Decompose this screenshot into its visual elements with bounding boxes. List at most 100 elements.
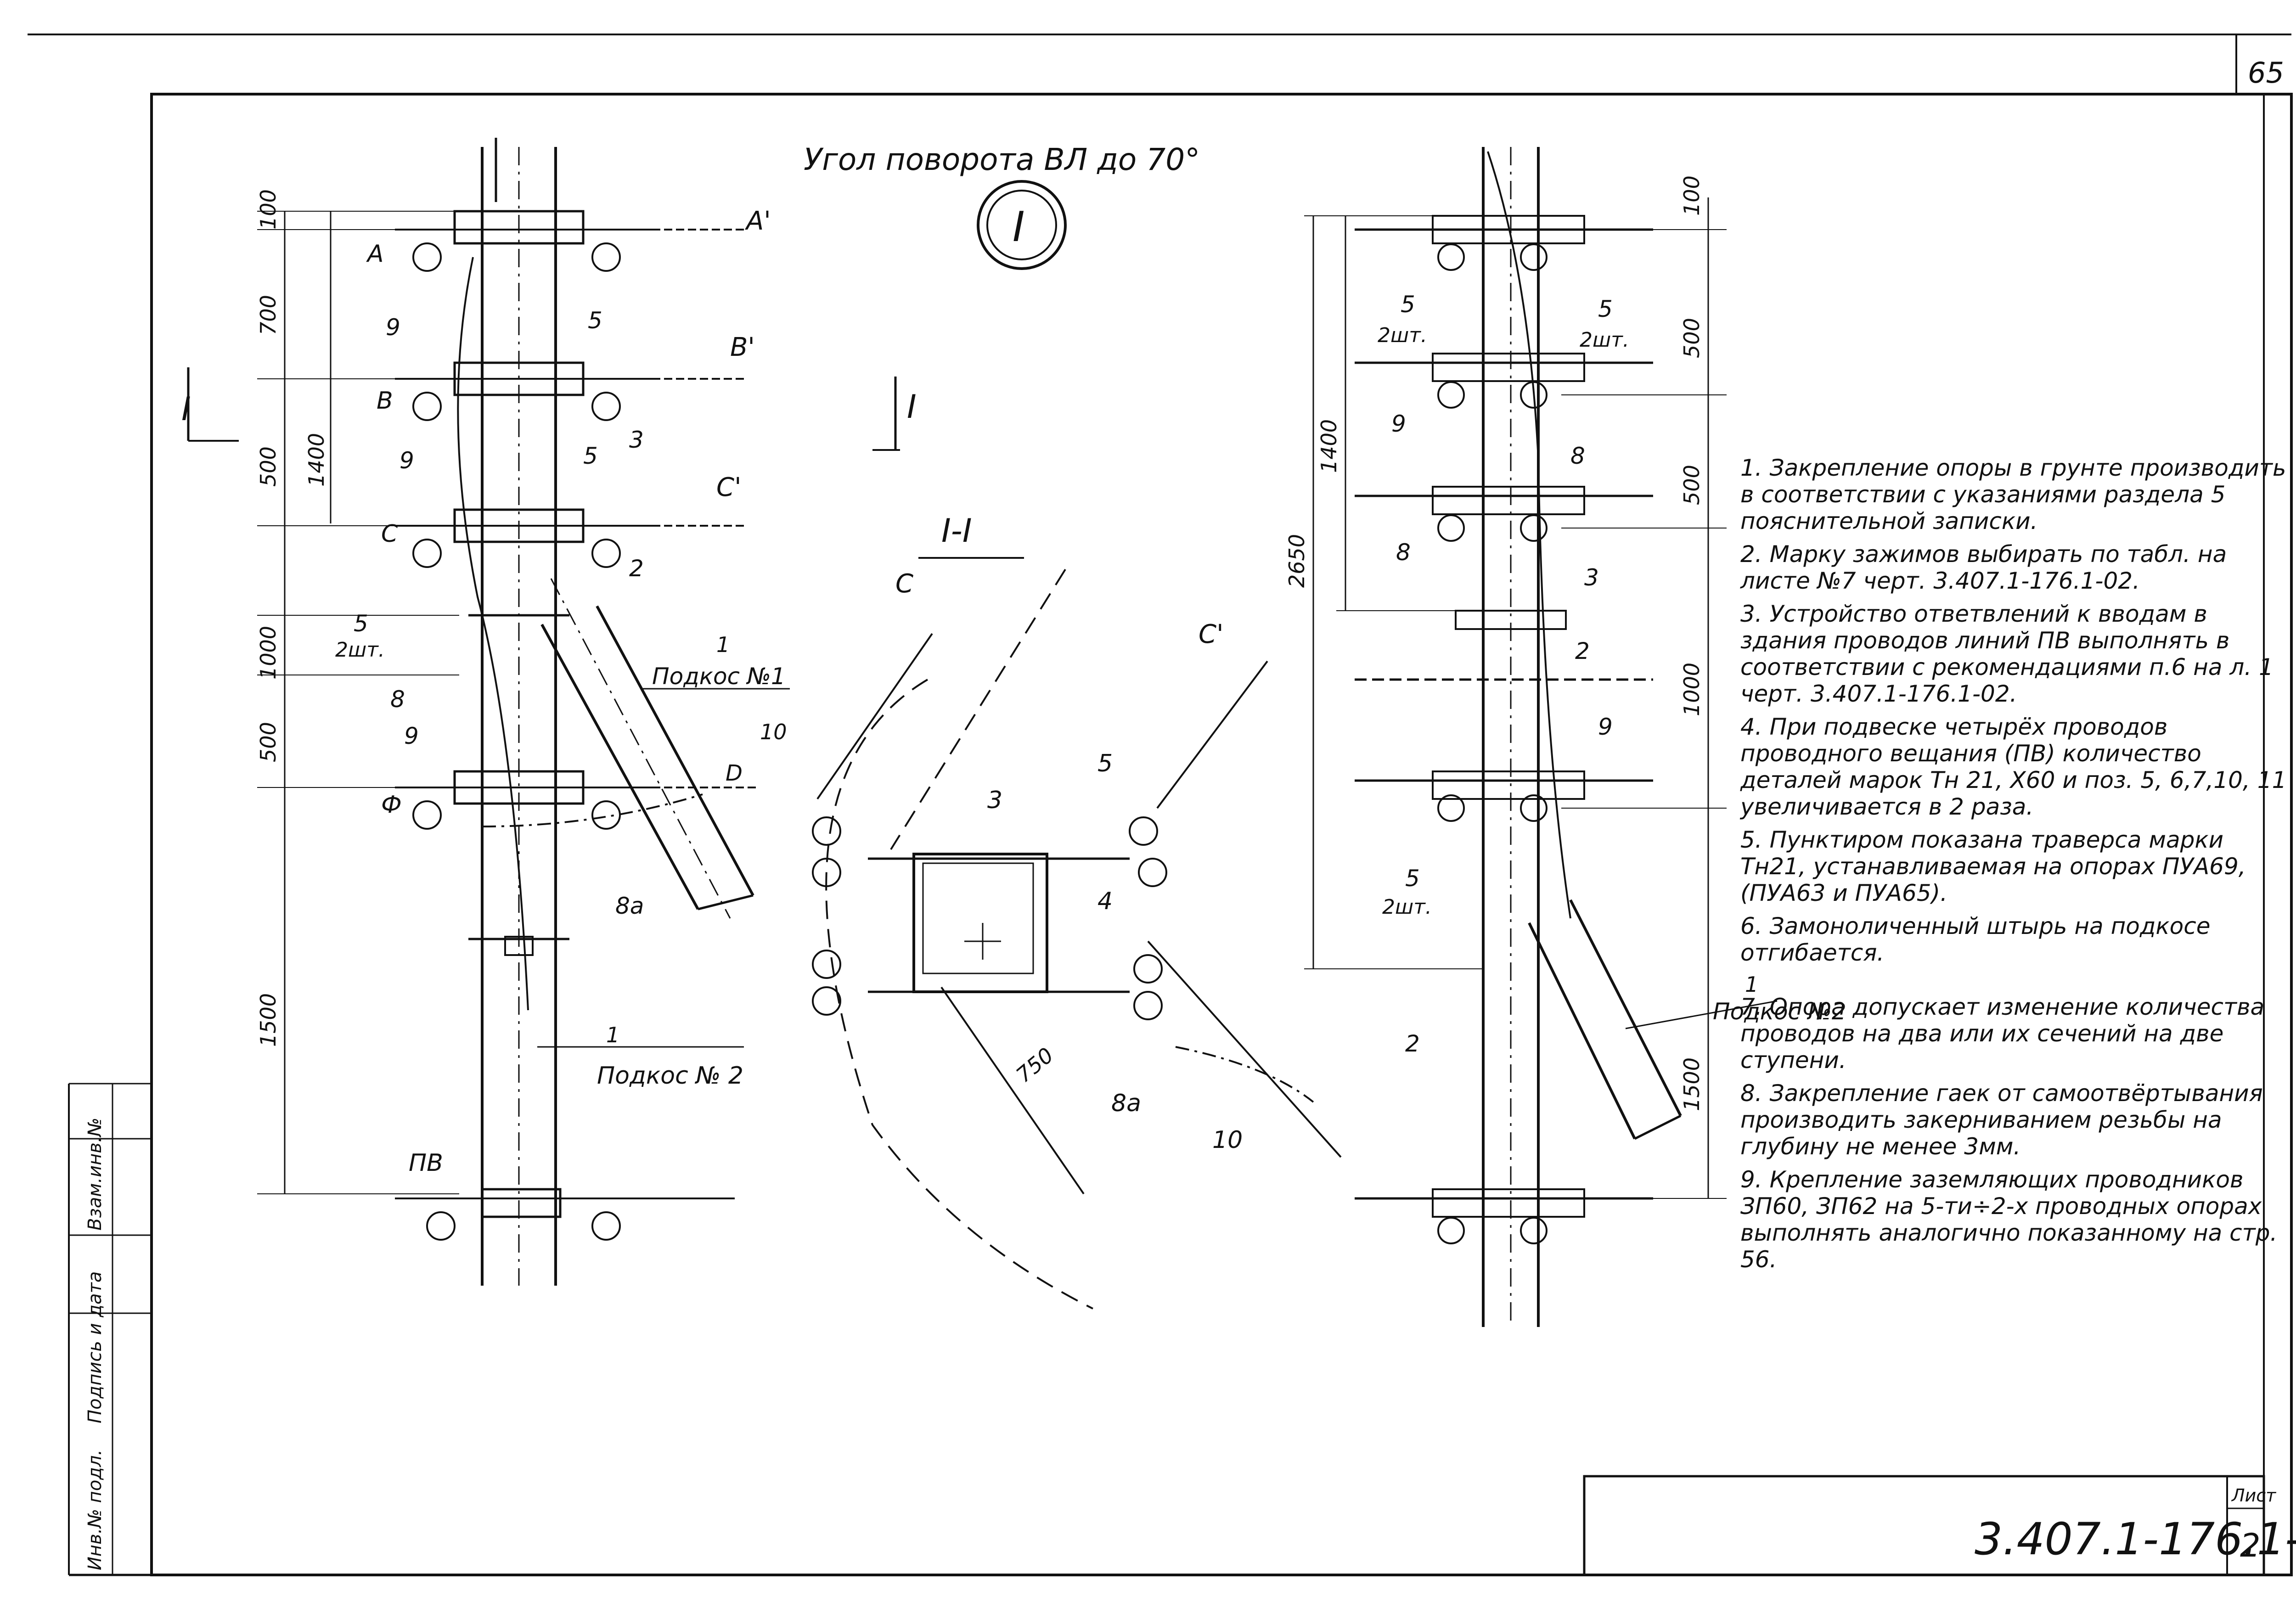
sheet-label: Лист bbox=[2231, 1485, 2277, 1506]
level-a-prime: A' bbox=[745, 206, 771, 236]
dim-500b: 500 bbox=[256, 722, 281, 762]
callout-2: 2 bbox=[629, 555, 644, 582]
note-7: 7. Опора допускает изменение количества … bbox=[1740, 994, 2265, 1074]
diagram-title: Угол поворота ВЛ до 70° bbox=[804, 142, 1200, 177]
dim-700: 700 bbox=[256, 295, 281, 335]
right-callout-3: 3 bbox=[1584, 564, 1599, 591]
right-pole-view: 100 500 500 1000 1500 2650 1400 5 2шт. 5… bbox=[1284, 147, 1846, 1327]
note-2: 2. Марку зажимов выбирать по табл. на ли… bbox=[1740, 541, 2227, 594]
right-strut bbox=[1528, 922, 1636, 1140]
callout-5a: 5 bbox=[588, 307, 602, 334]
callout-9c: 9 bbox=[404, 723, 419, 749]
right-callout-9b: 9 bbox=[1598, 714, 1613, 740]
sheet-frame bbox=[28, 34, 2293, 1576]
side-stamp-1: Инв.№ подл. bbox=[84, 1450, 106, 1570]
note-4: 4. При подвеске четырёх проводов проводн… bbox=[1740, 714, 2287, 820]
level-c: C bbox=[381, 520, 398, 548]
right-dim-500b: 500 bbox=[1679, 465, 1704, 505]
crossarm-a bbox=[395, 210, 744, 272]
dim-1500: 1500 bbox=[256, 993, 281, 1047]
right-callout-8b: 8 bbox=[1396, 539, 1411, 566]
callout-3: 3 bbox=[629, 427, 644, 453]
level-b: B bbox=[377, 387, 393, 415]
right-callout-2a: 2 bbox=[1575, 638, 1590, 664]
section-dim-750: 750 bbox=[1011, 1043, 1058, 1088]
section-callout-10: 10 bbox=[1212, 1126, 1243, 1154]
right-dim-1000: 1000 bbox=[1679, 663, 1704, 716]
callout-10: 10 bbox=[760, 720, 787, 744]
level-a: A bbox=[366, 240, 384, 268]
side-stamp-2: Подпись и дата bbox=[84, 1271, 106, 1423]
right-callout-2b: 2 bbox=[1405, 1030, 1420, 1057]
view-marker: I bbox=[977, 180, 1067, 270]
left-pole-view: 100 700 500 1000 500 1500 1400 A B C Ф П… bbox=[181, 138, 917, 1286]
section-arrow-mid: I bbox=[907, 388, 917, 426]
right-strut-num: 1 bbox=[1745, 972, 1758, 997]
side-stamp: Инв.№ подл. Подпись и дата Взам.инв.№ bbox=[84, 1118, 106, 1570]
right-callout-5b: 5 bbox=[1598, 296, 1613, 322]
strut-1 bbox=[540, 624, 699, 910]
callout-8: 8 bbox=[390, 686, 405, 713]
pole-section bbox=[912, 853, 1048, 993]
crossarm-pv bbox=[395, 1188, 735, 1241]
level-f: Ф bbox=[381, 791, 402, 819]
note-6: 6. Замоноличенный штырь на подкосе отгиб… bbox=[1740, 913, 2211, 966]
callout-1b: 1 bbox=[606, 1023, 619, 1047]
side-stamp-3: Взам.инв.№ bbox=[84, 1118, 106, 1231]
notes-block: 1. Закрепление опоры в грунте производит… bbox=[1740, 455, 2291, 1279]
view-marker-label: I bbox=[1013, 203, 1025, 251]
crossarm-c bbox=[395, 508, 744, 568]
callout-1a: 1 bbox=[716, 632, 730, 657]
right-callout-2sht-c: 2шт. bbox=[1382, 895, 1432, 919]
note-5: 5. Пунктиром показана траверса марки Тн2… bbox=[1740, 826, 2246, 906]
dim-100: 100 bbox=[256, 189, 281, 230]
dim-500: 500 bbox=[256, 446, 281, 487]
right-dim-500a: 500 bbox=[1679, 318, 1704, 358]
level-c-prime: C' bbox=[716, 472, 742, 502]
section-callout-4: 4 bbox=[1097, 888, 1113, 915]
callout-2sht: 2шт. bbox=[335, 638, 385, 662]
note-1: 1. Закрепление опоры в грунте производит… bbox=[1740, 455, 2286, 534]
level-d: D bbox=[726, 760, 743, 786]
crossarm-b bbox=[395, 361, 744, 421]
right-callout-5a: 5 bbox=[1401, 291, 1415, 318]
right-callout-2sht-b: 2шт. bbox=[1580, 328, 1629, 352]
note-3: 3. Устройство ответвлений к вводам в зда… bbox=[1740, 601, 2273, 707]
section-label: I-I bbox=[941, 512, 972, 550]
page-number: 65 bbox=[2248, 56, 2284, 90]
section-callout-5: 5 bbox=[1097, 750, 1113, 777]
level-b-prime: B' bbox=[730, 332, 755, 362]
right-dim-100: 100 bbox=[1679, 175, 1704, 216]
dim-1400: 1400 bbox=[304, 433, 329, 487]
right-strut-label: Подкос №2 bbox=[1713, 998, 1846, 1025]
level-pv: ПВ bbox=[409, 1149, 443, 1177]
strut-top-label: Подкос №1 bbox=[652, 663, 786, 690]
callout-5b: 5 bbox=[583, 443, 598, 469]
crossarm-f bbox=[395, 770, 758, 830]
right-dim-1500: 1500 bbox=[1679, 1057, 1704, 1111]
callout-9b: 9 bbox=[400, 447, 414, 474]
section-callout-8a: 8а bbox=[1111, 1090, 1141, 1117]
right-dim-1400: 1400 bbox=[1317, 419, 1341, 473]
section-arrow-left: I bbox=[181, 390, 191, 428]
sheet-number: 2 bbox=[2240, 1527, 2261, 1564]
right-callout-2sht-a: 2шт. bbox=[1378, 324, 1427, 347]
dim-1000: 1000 bbox=[256, 626, 281, 680]
drawing-code: 3.407.1-176.1-21 bbox=[1975, 1513, 2296, 1565]
section-view: I-I C C' 3 5 4 8а 10 750 bbox=[812, 512, 1342, 1310]
callout-9a: 9 bbox=[386, 314, 400, 341]
section-callout-3: 3 bbox=[987, 787, 1002, 814]
strut-bottom-label: Подкос № 2 bbox=[597, 1062, 743, 1090]
right-callout-9a: 9 bbox=[1391, 410, 1406, 437]
callout-5c: 5 bbox=[354, 610, 368, 637]
right-dim-2650: 2650 bbox=[1284, 534, 1309, 588]
note-8: 8. Закрепление гаек от самоотвёртывания … bbox=[1740, 1080, 2263, 1160]
right-callout-8a: 8 bbox=[1570, 443, 1585, 469]
note-9: 9. Крепление заземляющих проводников ЗП6… bbox=[1740, 1166, 2278, 1273]
callout-8a: 8а bbox=[615, 893, 644, 919]
section-c: C bbox=[895, 569, 913, 599]
section-c-prime: C' bbox=[1199, 619, 1224, 649]
right-callout-5c: 5 bbox=[1405, 865, 1420, 892]
